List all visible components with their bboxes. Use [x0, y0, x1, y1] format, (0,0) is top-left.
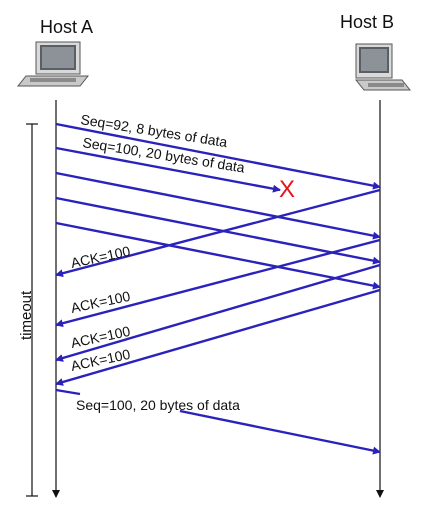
computer-icon [16, 41, 90, 87]
segment-arrow-3 [55, 171, 381, 240]
segment-arrow-seq100-lost [55, 146, 281, 193]
timeout-interval [26, 123, 38, 497]
label-ack-4: ACK=100 [69, 346, 132, 374]
retransmit-arrow-start [55, 388, 81, 396]
ack-arrow-3 [55, 263, 381, 362]
segment-arrow-4 [55, 196, 381, 265]
label-ack-1: ACK=100 [69, 243, 132, 271]
computer-icon [354, 43, 412, 91]
retransmit-arrow-end [179, 409, 381, 455]
segment-arrow-seq92 [55, 122, 381, 190]
ack-arrow-4 [55, 288, 381, 386]
ack-arrow-2 [55, 238, 381, 328]
host-a-label: Host A [40, 17, 93, 37]
label-ack-2: ACK=100 [69, 288, 132, 316]
segment-arrow-5 [55, 221, 381, 290]
ack-arrow-1 [55, 188, 381, 278]
label-retransmit: Seq=100, 20 bytes of data [76, 397, 240, 413]
timeout-label: timeout [18, 290, 35, 340]
loss-marker: X [279, 176, 295, 203]
host-b-label: Host B [340, 12, 394, 32]
